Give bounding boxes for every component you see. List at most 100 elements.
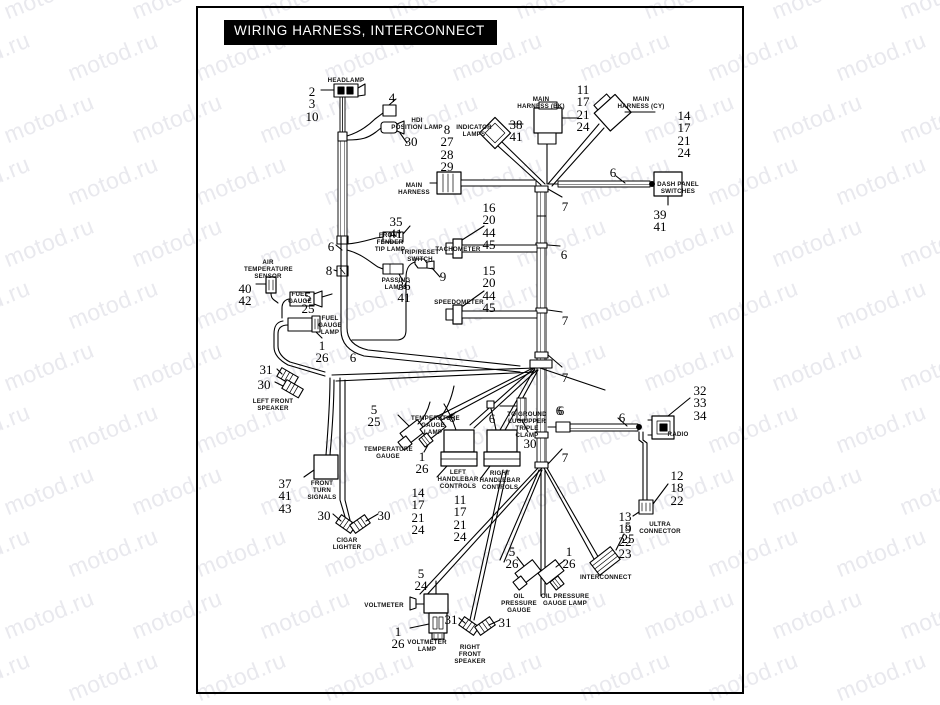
component-label-air-temp: AIR TEMPERATURE SENSOR	[244, 259, 293, 280]
callout-c-headlamp: 2 3 10	[305, 84, 319, 124]
component-label-trip-reset: TRIP/RESET SWITCH	[400, 249, 440, 263]
cigar-lighter	[332, 377, 379, 534]
callout-c-mh-bk: 11 17 21 24	[576, 82, 590, 135]
callout-c-hb-6c: 6	[557, 403, 565, 418]
callout-c-temp-lamp: 1 26	[415, 449, 429, 477]
component-label-temp-gauge: TEMPERATURE GAUGE	[364, 446, 413, 460]
callout-c-left-hb: 14 17 21 24	[411, 485, 425, 538]
callout-c-harness-6: 6	[327, 239, 335, 254]
callout-c-clamp-7b: 7	[561, 313, 569, 328]
component-label-oil-press-gauge: OIL PRESSURE GAUGE	[501, 593, 537, 614]
callout-c-ultra-b: 13 19 22 23	[618, 509, 632, 562]
callout-c-spk-31: 31	[259, 362, 273, 377]
hdi-position-lamp-branch	[346, 98, 408, 144]
component-label-passing-lamps: PASSING LAMPS	[381, 277, 411, 291]
callout-c-volt: 5 24	[414, 566, 428, 594]
component-label-headlamp: HEADLAMP	[327, 77, 365, 84]
main-harness-connector	[429, 171, 537, 195]
callout-c-dash-39: 39 41	[653, 207, 667, 235]
component-label-voltmeter: VOLTMETER	[364, 602, 404, 609]
component-label-ground-lug: TO GROUND LUG/UPPER TRIPLE CLAMP	[507, 411, 547, 439]
voltmeter-lamp-connector	[409, 612, 448, 640]
callout-c-clamp-7c: 7	[561, 370, 569, 385]
callout-c-tach: 16 20 44 45	[482, 200, 496, 253]
callout-c-fender: 35 41	[389, 214, 403, 242]
callout-c-indicator-b: 38 41	[509, 117, 523, 145]
component-label-front-fender: FRONT FENDER TIP LAMP	[374, 232, 406, 253]
ultra-connector	[632, 431, 669, 517]
oil-pressure-gauge-lamp-connector	[537, 559, 566, 591]
front-fender-tip-lamp	[346, 225, 411, 245]
component-label-right-front-spk: RIGHT FRONT SPEAKER	[454, 644, 486, 665]
callout-c-spk-30: 30	[257, 377, 271, 392]
dash-panel-switches	[547, 171, 683, 206]
callout-c-oil-g: 5 26	[505, 544, 519, 572]
fuel-gauge-lamp-connector	[273, 315, 326, 377]
oil-pressure-gauge-connector	[512, 556, 542, 591]
ground-lug-triple-clamp	[499, 397, 529, 433]
callout-c-clamp-7a: 7	[561, 199, 569, 214]
component-label-left-front-spk: LEFT FRONT SPEAKER	[252, 398, 294, 412]
callout-c-cigar-r: 30	[377, 508, 391, 523]
right-handlebar-controls	[480, 400, 521, 479]
callout-c-hdi-30: 30	[404, 134, 418, 149]
callout-c-clamp-6a: 6	[560, 247, 568, 262]
callout-c-speedo: 15 20 44 45	[482, 263, 496, 316]
callout-c-harness-8: 8	[325, 263, 333, 278]
component-label-voltmeter-lamp: VOLTMETER LAMP	[407, 639, 447, 653]
callout-c-airtemp: 40 42	[238, 281, 252, 309]
air-temperature-sensor	[255, 276, 279, 304]
callout-c-volt-lamp: 1 26	[391, 624, 405, 652]
interconnect-connector	[589, 533, 625, 576]
left-handlebar-controls	[436, 403, 478, 478]
component-label-speedometer: SPEEDOMETER	[434, 299, 484, 306]
callout-c-radio-6: 6	[618, 410, 626, 425]
callout-c-oil-l: 1 26	[562, 544, 576, 572]
temperature-gauge-connector	[397, 401, 431, 451]
tachometer-connector	[445, 225, 538, 259]
component-label-main-harness-cy: MAIN HARNESS (CY)	[617, 96, 665, 110]
callout-c-fuel-lamp: 1 26	[315, 338, 329, 366]
sheet-title: WIRING HARNESS, INTERCONNECT	[224, 20, 497, 45]
headlamp-connector	[320, 83, 366, 98]
passing-lamps	[346, 249, 404, 282]
left-front-speaker	[274, 367, 304, 399]
bottom-harness-fanout	[419, 467, 605, 621]
indicator-lamps-connector	[478, 116, 546, 186]
component-label-front-turn: FRONT TURN SIGNALS	[307, 480, 337, 501]
callout-c-clamp-6b: 6	[555, 403, 563, 418]
callout-c-front-6: 6	[349, 350, 357, 365]
component-label-temp-gauge-lamp: TEMPERATURE GAUGE LAMP	[411, 415, 460, 436]
component-label-hdi-position: HDI POSITION LAMP	[391, 117, 443, 131]
drawing-sheet-frame	[196, 6, 744, 694]
callout-c-hdi-4: 4	[388, 90, 396, 105]
component-label-radio: RADIO	[667, 431, 689, 438]
main-harness-cy-connector	[547, 93, 656, 187]
callout-c-mh-cy: 14 17 21 24	[677, 108, 691, 161]
callout-c-spk-r1: 31	[444, 612, 458, 627]
component-label-interconnect: INTERCONNECT	[580, 574, 632, 581]
callout-c-indicator: 8 27 28 29	[440, 122, 454, 175]
component-label-main-harness-bk: MAIN HARNESS (BK)	[517, 96, 565, 110]
front-turn-signals	[303, 377, 339, 480]
component-label-right-hb: RIGHT HANDLEBAR CONTROLS	[479, 470, 521, 491]
right-front-speaker	[458, 616, 501, 636]
callout-c-clamp-7d: 7	[561, 450, 569, 465]
callout-c-right-hb: 11 17 21 24	[453, 492, 467, 545]
component-label-left-hb: LEFT HANDLEBAR CONTROLS	[437, 469, 479, 490]
callout-c-trip: 9	[439, 269, 447, 284]
component-label-dash-panel: DASH PANEL SWITCHES	[657, 181, 699, 195]
component-label-cigar-lighter: CIGAR LIGHTER	[332, 537, 362, 551]
callout-c-dash-6: 6	[609, 165, 617, 180]
radio-harness	[547, 397, 691, 440]
callout-c-ground-30: 30	[523, 436, 537, 451]
main-harness-bk-connector	[533, 101, 579, 185]
callout-c-hb-6b: 6	[488, 411, 496, 426]
callout-c-hb-6a: 6	[448, 410, 456, 425]
component-label-main-harness: MAIN HARNESS	[398, 182, 430, 196]
callout-c-turn: 37 41 43	[278, 476, 292, 516]
component-label-oil-press-lamp: OIL PRESSURE GAUGE LAMP	[540, 593, 590, 607]
speedometer-connector	[445, 290, 538, 325]
callout-c-inter-5: 5 25	[621, 519, 635, 547]
